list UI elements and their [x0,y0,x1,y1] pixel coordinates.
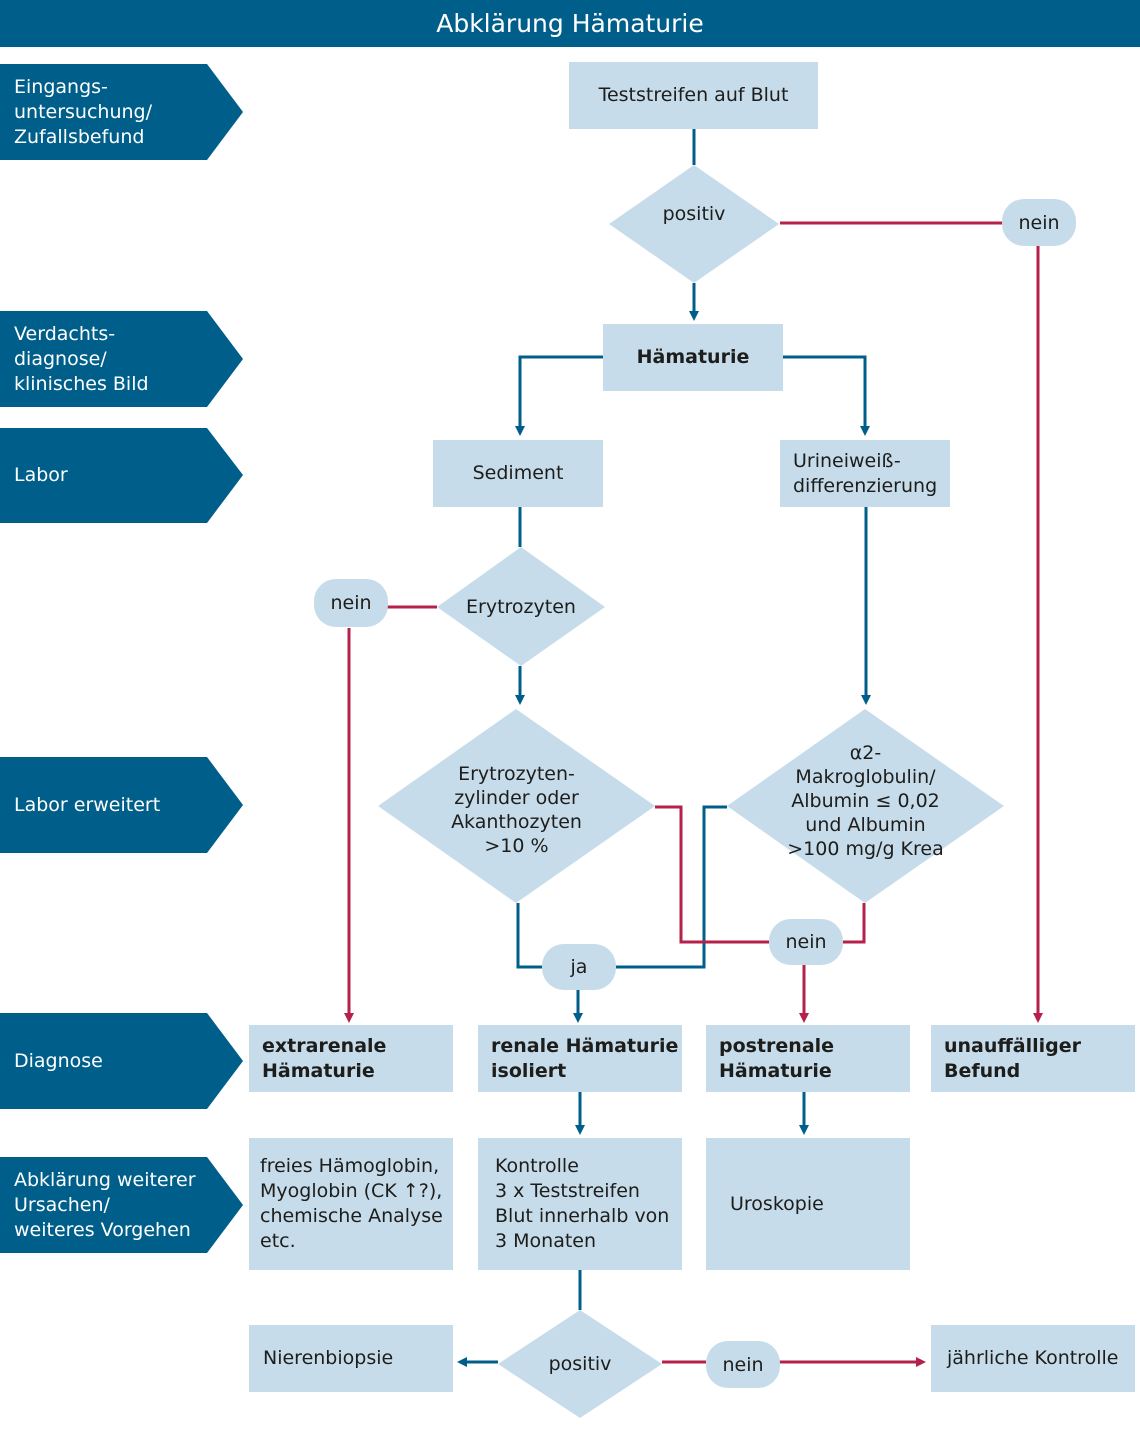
branch-nein-left: nein [314,579,388,627]
branch-ja: ja [542,944,616,990]
stage-arrow-shape [0,1013,243,1109]
diamond-shape [727,709,1004,903]
diamond-shape [498,1310,662,1418]
stage-label: Labor [14,464,68,486]
node-teststreifen: Teststreifen auf Blut [569,62,818,129]
diamond-shape [609,165,779,283]
stage-abklaerung: Abklärung weiterer Ursachen/ weiteres Vo… [0,1157,243,1253]
line-makro-to-ja [614,805,727,969]
page-title: Abklärung Hämaturie [0,0,1140,47]
node-jaehrlich: jährliche Kontrolle [931,1325,1135,1392]
branch-nein-mid: nein [769,919,843,965]
line-makro-to-nein [843,903,866,944]
stage-arrow-shape [0,757,243,853]
stage-label: Diagnose [14,1049,103,1072]
decision-label: positiv [662,203,726,225]
stage-label: Verdachts- diagnose/ klinisches Bild [14,322,149,395]
stage-label: Eingangs- untersuchung/ Zufallsbefund [14,75,153,148]
stage-label: Abklärung weiterer Ursachen/ weiteres Vo… [14,1168,196,1241]
line-haematurie-to-sediment [515,355,603,436]
decision-label: α2- Makroglobulin/ Albumin ≤ 0,02 und Al… [787,742,944,860]
node-unauffaellig: unauffälliger Befund [931,1025,1135,1092]
node-postrenal: postrenale Hämaturie [706,1025,910,1092]
line-zylinder-to-ja [516,903,545,969]
branch-nein-top: nein [1002,199,1076,246]
stage-label: Labor erweitert [14,793,161,816]
diamond-shape [378,709,655,903]
node-kontrolle: Kontrolle 3 x Teststreifen Blut innerhal… [478,1138,682,1270]
stage-arrow-shape [0,311,243,407]
decision-zylinder: Erytrozyten- zylinder oder Akanthozyten … [378,709,655,903]
node-nierenbiopsie: Nierenbiopsie [249,1325,453,1392]
stage-arrow-shape [0,64,243,160]
stage-labor-erweitert: Labor erweitert [0,757,243,853]
stage-eingangsuntersuchung: Eingangs- untersuchung/ Zufallsbefund [0,64,243,160]
line-zylinder-to-nein [655,805,771,944]
stage-diagnose: Diagnose [0,1013,243,1109]
node-haematurie: Hämaturie [603,324,783,391]
diamond-shape [437,547,605,666]
line-haematurie-to-urineiweiss [783,355,870,436]
stage-arrow-shape [0,1157,243,1253]
node-freies: freies Hämoglobin, Myoglobin (CK ↑?), ch… [249,1138,453,1270]
decision-label: Erytrozyten- zylinder oder Akanthozyten … [451,763,582,857]
decision-makroglobulin: α2- Makroglobulin/ Albumin ≤ 0,02 und Al… [727,709,1004,903]
stage-arrow-shape [0,428,243,523]
stage-labor: Labor [0,428,243,523]
decision-label: Erytrozyten [466,595,576,618]
decision-erytrozyten: Erytrozyten [437,547,605,666]
node-sediment: Sediment [433,440,603,507]
decision-positiv-bottom: positiv [498,1310,662,1418]
decision-label: positiv [548,1353,612,1375]
stage-verdachtsdiagnose: Verdachts- diagnose/ klinisches Bild [0,311,243,407]
branch-nein-bottom: nein [706,1341,780,1388]
node-uroskopie: Uroskopie [706,1138,910,1270]
node-urineiweiss: Urineiweiß- differenzierung [780,440,950,507]
node-renal: renale Hämaturie isoliert [478,1025,682,1092]
node-extrarenal: extrarenale Hämaturie [249,1025,453,1092]
decision-positiv-top: positiv [609,165,779,283]
